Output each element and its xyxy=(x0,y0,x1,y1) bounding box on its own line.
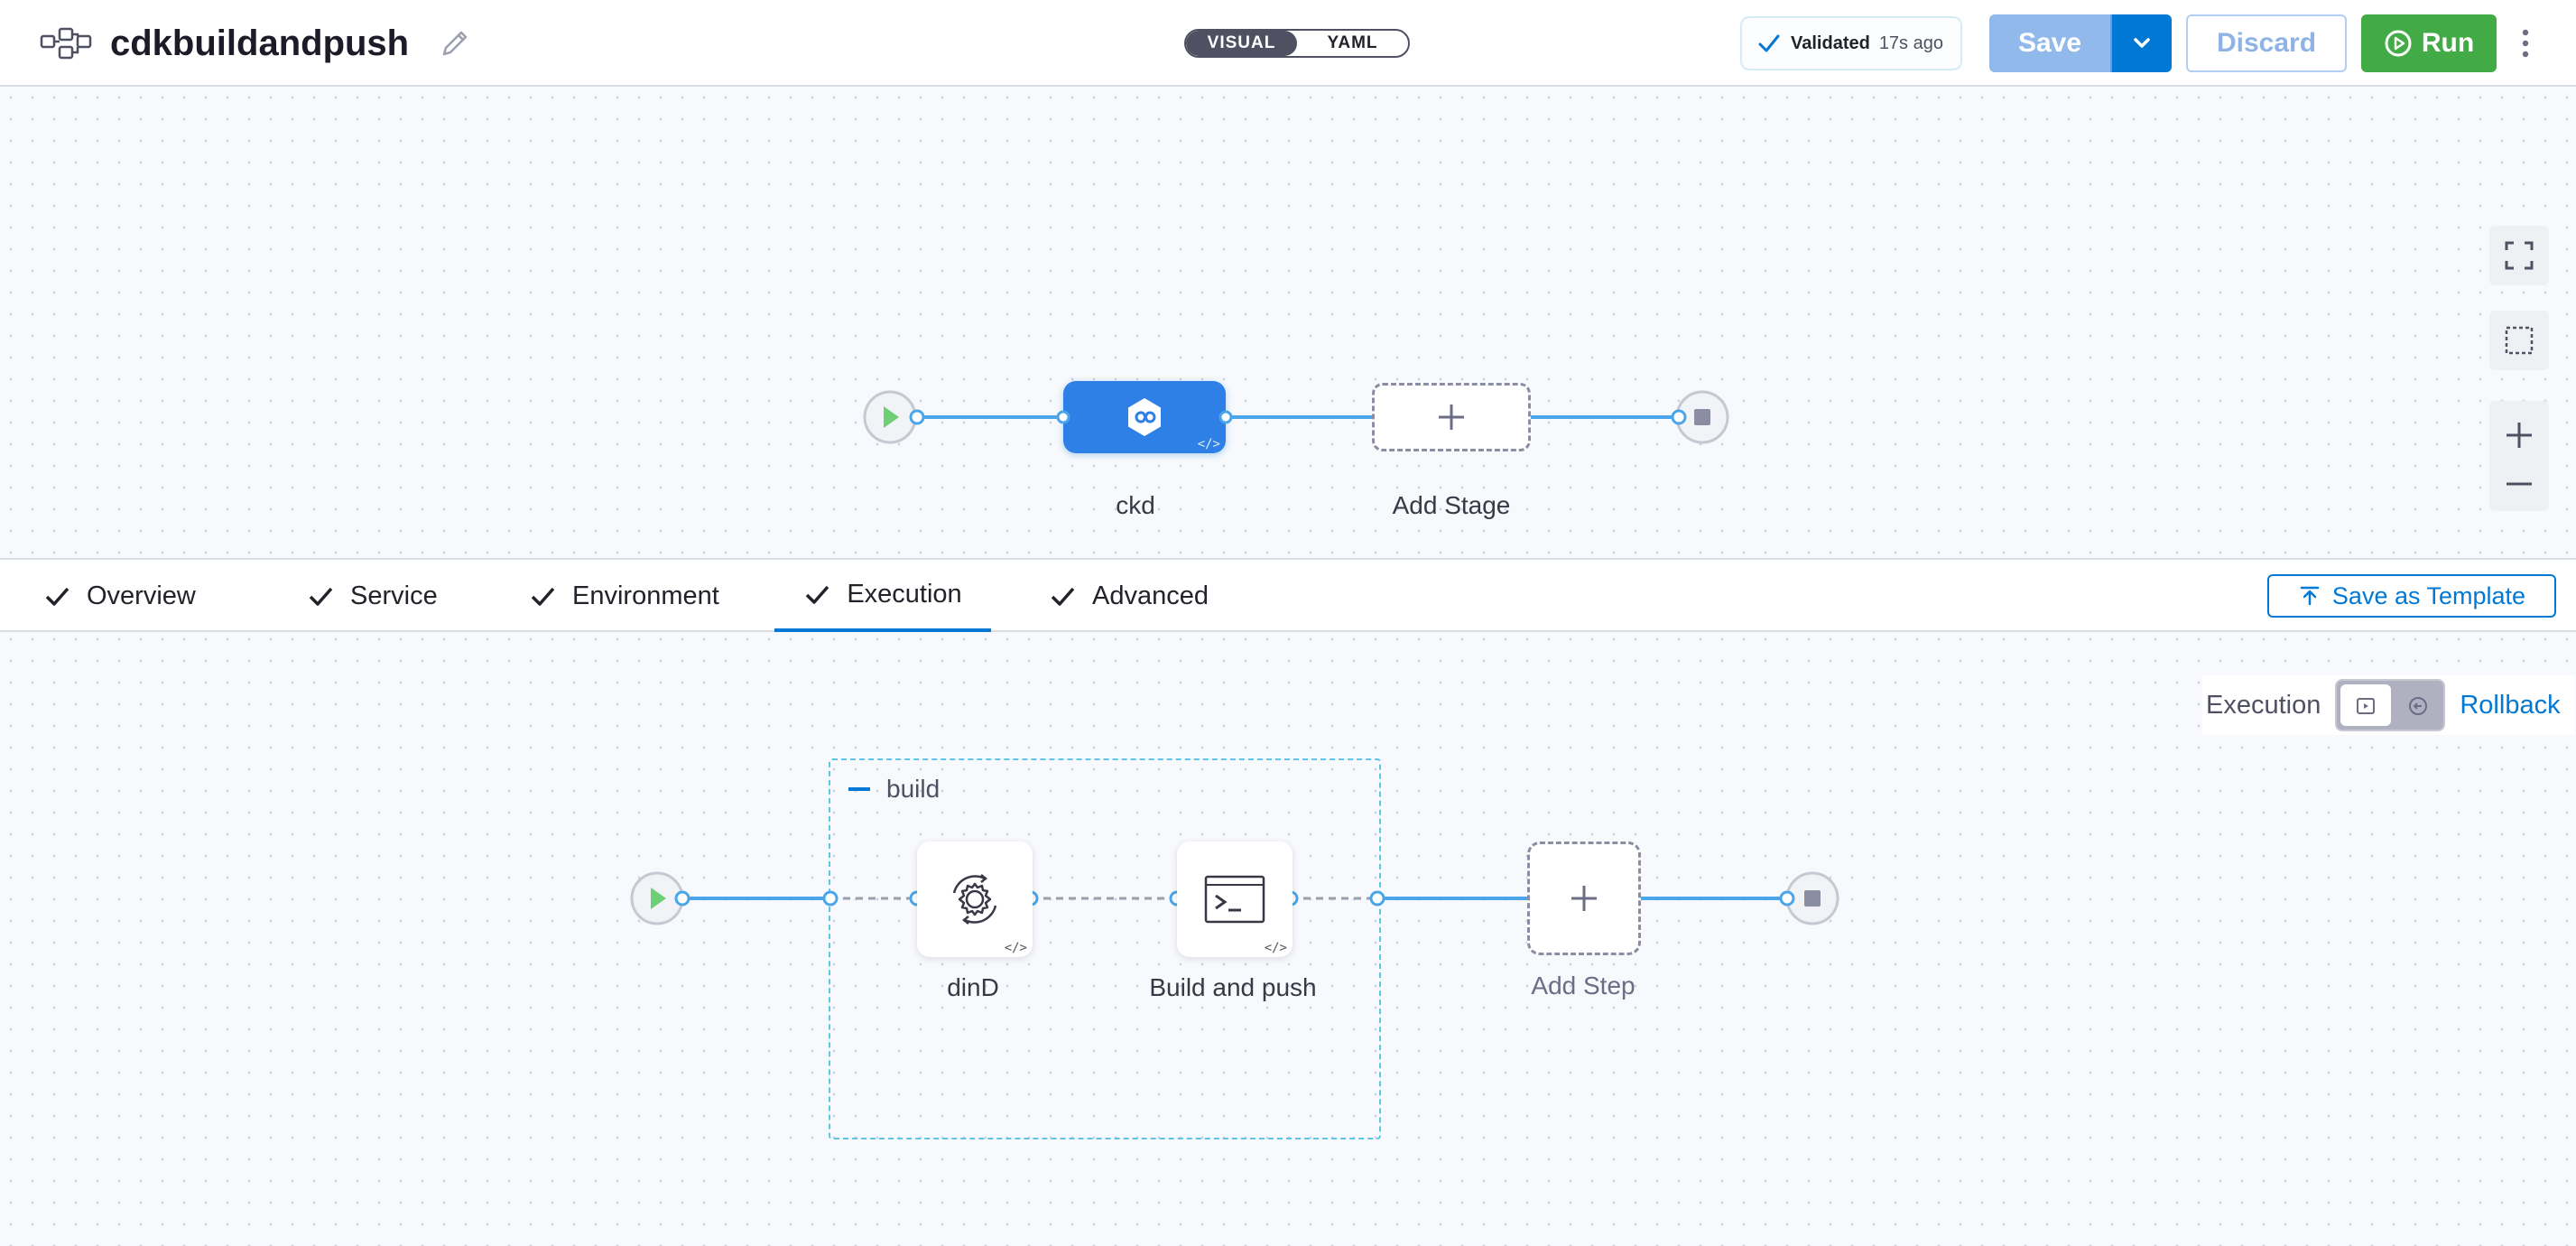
rollback-link[interactable]: Rollback xyxy=(2460,690,2561,720)
plus-icon xyxy=(1571,886,1597,911)
validation-time: 17s ago xyxy=(1878,33,1943,53)
yaml-badge-icon: </> xyxy=(1264,941,1287,955)
tab-label: Environment xyxy=(572,581,719,610)
pipeline-graph xyxy=(863,390,1729,444)
view-mode-yaml[interactable]: YAML xyxy=(1327,33,1378,52)
zoom-out-icon[interactable] xyxy=(2503,475,2535,493)
step-group-label: build xyxy=(886,775,941,803)
check-icon xyxy=(531,587,555,606)
discard-button[interactable]: Discard xyxy=(2186,14,2347,72)
save-options-button[interactable] xyxy=(2110,14,2172,72)
stage-tabs: Overview Service Environment Execution A… xyxy=(0,558,2576,632)
run-label: Run xyxy=(2421,28,2475,58)
check-icon xyxy=(806,585,829,604)
stop-icon xyxy=(1694,409,1710,425)
step-label: Build and push xyxy=(1149,973,1317,1001)
execution-icon xyxy=(2357,698,2376,714)
view-mode-toggle[interactable]: VISUAL YAML xyxy=(1184,29,1410,58)
view-mode-visual[interactable]: VISUAL xyxy=(1186,31,1297,56)
play-icon xyxy=(884,406,899,428)
save-button[interactable]: Save xyxy=(1989,14,2110,72)
step-build-and-push[interactable]: </> xyxy=(1177,842,1293,957)
tab-environment[interactable]: Environment xyxy=(529,560,719,632)
add-step-button[interactable] xyxy=(1527,842,1641,955)
stage-node-ckd[interactable]: </> xyxy=(1063,381,1226,453)
play-icon xyxy=(651,888,666,909)
rollback-icon xyxy=(2409,697,2428,715)
fit-to-screen-button[interactable] xyxy=(2489,226,2549,285)
tab-label: Service xyxy=(350,581,438,610)
tab-advanced[interactable]: Advanced xyxy=(1049,560,1209,632)
tab-service[interactable]: Service xyxy=(307,560,438,632)
add-stage-button[interactable] xyxy=(1372,383,1531,451)
pipeline-header: cdkbuildandpush VISUAL YAML Validated 17… xyxy=(0,0,2576,87)
execution-rollback-toggle[interactable] xyxy=(2335,679,2446,731)
check-icon xyxy=(309,587,333,606)
chevron-down-icon xyxy=(2134,38,2150,48)
tab-label: Execution xyxy=(847,579,962,609)
pencil-icon[interactable] xyxy=(437,25,473,61)
more-options-icon[interactable] xyxy=(2516,25,2534,61)
zoom-in-icon[interactable] xyxy=(2503,419,2535,451)
check-icon xyxy=(1758,34,1780,52)
page-title: cdkbuildandpush xyxy=(110,23,410,63)
check-icon xyxy=(45,587,69,606)
collapse-group-icon[interactable] xyxy=(848,787,870,791)
stage-input-port xyxy=(1056,410,1070,424)
zoom-controls xyxy=(2489,401,2549,511)
step-dind[interactable]: </> xyxy=(917,842,1033,957)
select-area-button[interactable] xyxy=(2489,311,2549,370)
gear-refresh-icon xyxy=(952,874,997,925)
expand-icon xyxy=(2505,241,2534,270)
selection-icon xyxy=(2505,326,2534,355)
plus-icon xyxy=(1439,404,1464,430)
validation-label: Validated xyxy=(1791,33,1870,53)
run-button[interactable]: Run xyxy=(2361,14,2497,72)
tab-label: Advanced xyxy=(1092,581,1209,610)
deploy-stage-icon xyxy=(1128,398,1161,436)
tab-label: Overview xyxy=(87,581,196,610)
save-as-template-button[interactable]: Save as Template xyxy=(2267,574,2556,618)
validation-badge[interactable]: Validated 17s ago xyxy=(1740,16,1962,70)
terminal-icon xyxy=(1204,875,1265,924)
stop-icon xyxy=(1804,890,1821,907)
add-step-label: Add Step xyxy=(1531,972,1635,1000)
pipeline-icon xyxy=(40,27,92,60)
execution-view-label: Execution xyxy=(2206,690,2321,720)
step-group-build[interactable] xyxy=(829,758,1381,1139)
play-circle-icon xyxy=(2385,30,2412,57)
stage-label: ckd xyxy=(1116,491,1155,519)
save-as-template-label: Save as Template xyxy=(2331,581,2526,609)
step-label: dinD xyxy=(947,973,999,1001)
check-icon xyxy=(1051,587,1075,606)
add-stage-label: Add Stage xyxy=(1392,491,1511,519)
execution-rollback-switch: Execution Rollback xyxy=(2202,675,2575,735)
tab-execution[interactable]: Execution xyxy=(774,560,991,632)
yaml-badge-icon: </> xyxy=(1004,941,1027,955)
yaml-badge-icon: </> xyxy=(1197,437,1220,451)
execution-graph xyxy=(630,871,1839,925)
tab-overview[interactable]: Overview xyxy=(43,560,196,632)
upload-icon xyxy=(2300,586,2320,606)
stage-output-port xyxy=(1219,410,1233,424)
